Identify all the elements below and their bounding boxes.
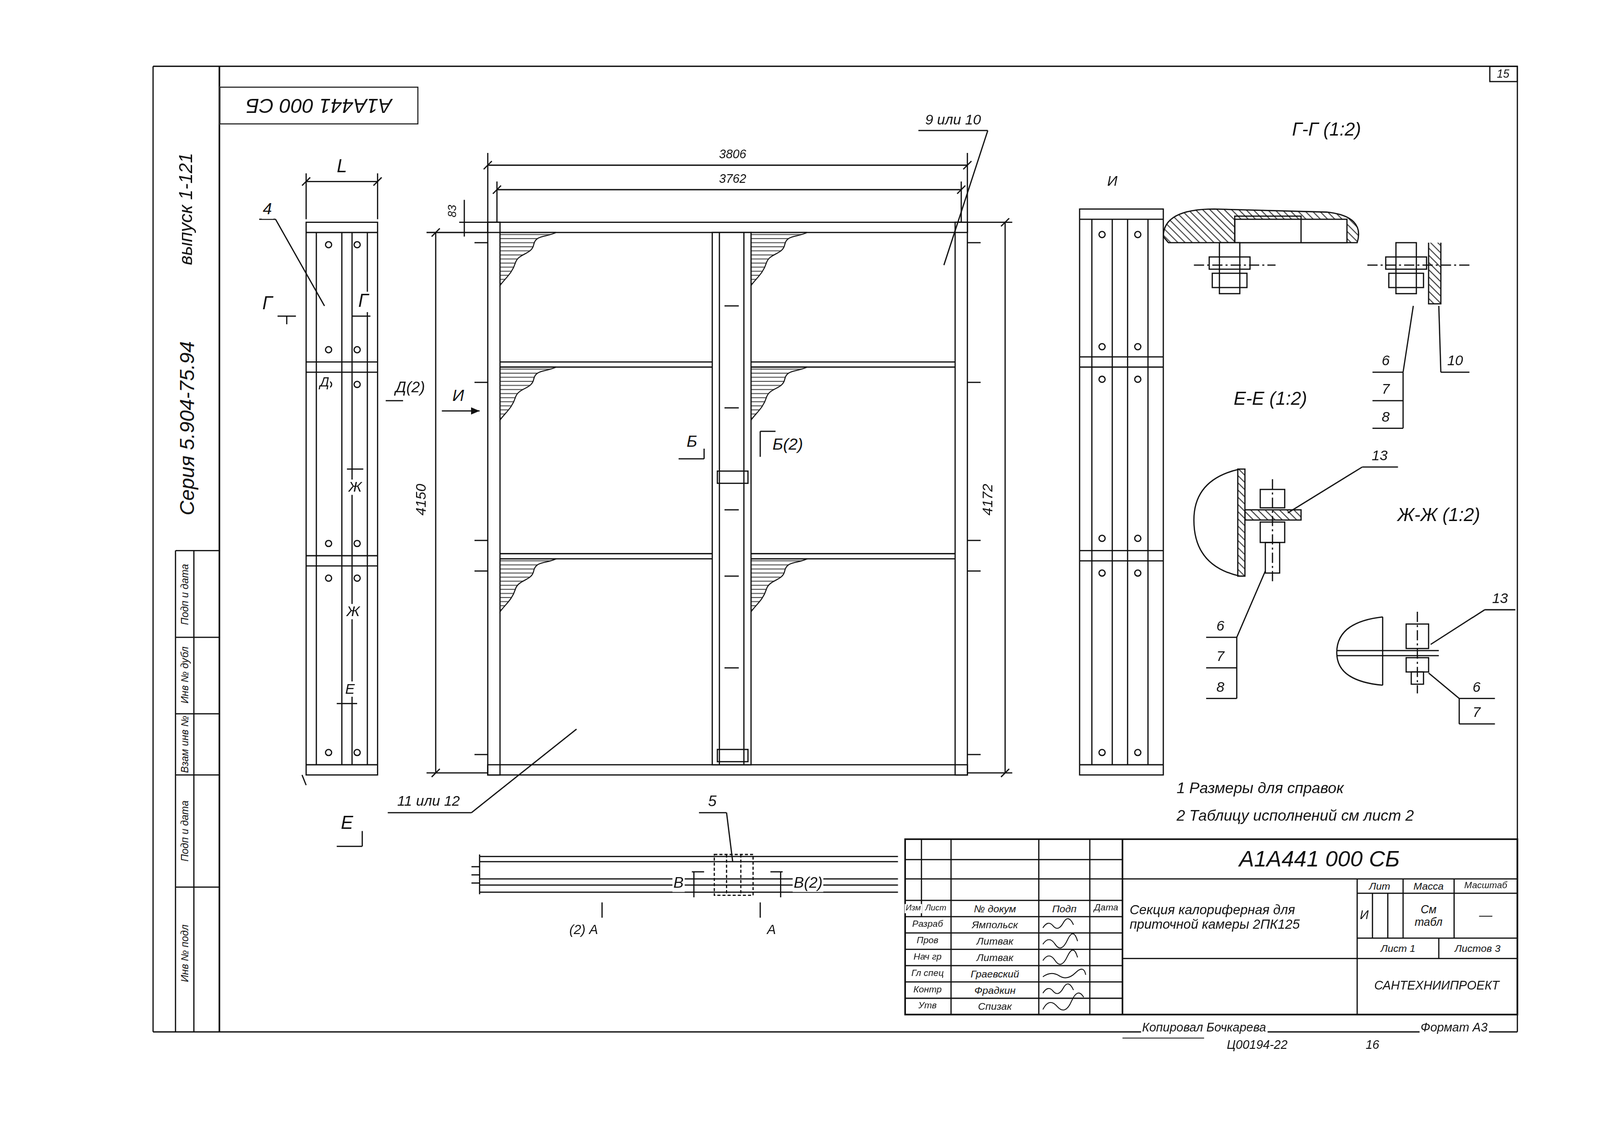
margin-text: Взам инв № (179, 714, 191, 775)
title-block-cell: Нач гр (912, 952, 943, 963)
note-text: Формат А3 (1419, 1021, 1489, 1035)
section-label: Ж (345, 604, 361, 621)
dimension-text: 4172 (979, 483, 996, 517)
dimension-text: 4150 (413, 483, 430, 517)
dimension-text: L (335, 157, 348, 178)
note-text: 16 (1364, 1038, 1380, 1053)
stamp-text: А1А441 000 СБ (245, 93, 392, 118)
section-label: И (1106, 173, 1119, 190)
section-label: Е (344, 681, 356, 698)
note-text: Ц00194-22 (1225, 1038, 1289, 1053)
section-label: Е-Е (1:2) (1232, 389, 1309, 411)
callout-number: 6 (1215, 618, 1226, 635)
callout-number: 13 (1490, 590, 1509, 607)
section-label: Г (357, 292, 370, 313)
section-label: Д (319, 375, 331, 390)
title-block-cell: И (1358, 909, 1370, 923)
dimension-text: 3806 (718, 148, 748, 162)
section-label: А (765, 922, 778, 938)
section-label: Б(2) (771, 435, 805, 454)
callout-number: 8 (1380, 409, 1392, 426)
title-block-cell: А1А441 000 СБ (1238, 847, 1401, 873)
note-text: 2 Таблицу исполнений см лист 2 (1175, 807, 1416, 825)
callout-number: 5 (707, 793, 718, 811)
title-block-cell: Дата (1093, 904, 1120, 915)
callout-number: 10 (1446, 353, 1464, 370)
section-label: Г-Г (1:2) (1291, 120, 1363, 141)
margin-text: Подп и дата (179, 563, 191, 627)
callout-number: 4 (261, 200, 273, 219)
callout-number: 11 или 12 (396, 793, 461, 810)
title-block-cell: Гл спец (910, 969, 945, 980)
title-block-cell: Утв (917, 1001, 938, 1013)
section-label: Д(2) (394, 379, 426, 397)
title-block-cell: Пров (915, 936, 940, 947)
title-block-cell: Граевский (969, 968, 1021, 980)
title-block-cell: Подп (1051, 903, 1078, 915)
title-block-cell: — (1477, 908, 1494, 924)
callout-number: 7 (1380, 381, 1392, 398)
title-block-cell: Листов 3 (1453, 943, 1502, 955)
callout-number: 13 (1370, 447, 1389, 464)
title-block-cell: Секция калориферная для приточной камеры… (1128, 903, 1305, 933)
title-block-cell: Масса (1412, 880, 1445, 892)
title-block-cell: Литвак (975, 935, 1015, 947)
section-label: В (672, 875, 685, 892)
callout-number: 6 (1380, 353, 1392, 370)
dimension-text: 3762 (718, 172, 748, 187)
section-label: Б (685, 432, 698, 451)
dimension-text: 83 (445, 203, 459, 219)
margin-text: Инв № дубл (179, 645, 191, 705)
page-number: 15 (1495, 67, 1511, 80)
title-block-cell: Спизак (976, 1001, 1013, 1013)
section-label: И (451, 386, 465, 405)
title-block-cell: Разраб (911, 919, 945, 931)
margin-text: Инв № подл (179, 923, 191, 984)
stamp-box: А1А441 000 СБ (219, 86, 419, 125)
section-label: В(2) (792, 875, 824, 892)
section-label: Г (261, 293, 274, 315)
note-text: 1 Размеры для справок (1175, 779, 1346, 797)
title-block-cell: Фрадкин (973, 985, 1017, 997)
title-block-cell: Контр (912, 985, 943, 996)
title-block-cell: САНТЕХНИИПРОЕКТ (1373, 979, 1501, 994)
note-text: Копировал Бочкарева (1140, 1021, 1267, 1035)
section-label: Е (339, 814, 355, 835)
title-block-cell: Лист 1 (1379, 943, 1417, 955)
callout-number: 7 (1215, 649, 1226, 666)
title-block-cell: Изм (904, 904, 922, 914)
title-block-cell: См табл (1405, 903, 1452, 929)
callout-number: 8 (1215, 679, 1226, 696)
title-block-cell: № докум (973, 903, 1018, 915)
margin-text: выпуск 1-121 (176, 152, 197, 267)
margin-text: Серия 5.904-75.94 (175, 340, 199, 517)
section-label: Ж-Ж (1:2) (1396, 506, 1482, 527)
section-label: Ж (347, 479, 363, 496)
title-block-cell: Лит (1367, 880, 1392, 892)
section-label: (2) А (568, 922, 599, 938)
title-block-cell: Лист (924, 904, 948, 914)
title-block-cell: Масштаб (1463, 881, 1509, 892)
title-block-cell: Ямпольск (971, 919, 1020, 931)
title-block-cell: Литвак (975, 952, 1015, 964)
callout-number: 9 или 10 (924, 112, 983, 129)
callout-number: 6 (1471, 679, 1482, 696)
callout-number: 7 (1471, 705, 1482, 722)
margin-text: Подп и дата (179, 799, 191, 863)
